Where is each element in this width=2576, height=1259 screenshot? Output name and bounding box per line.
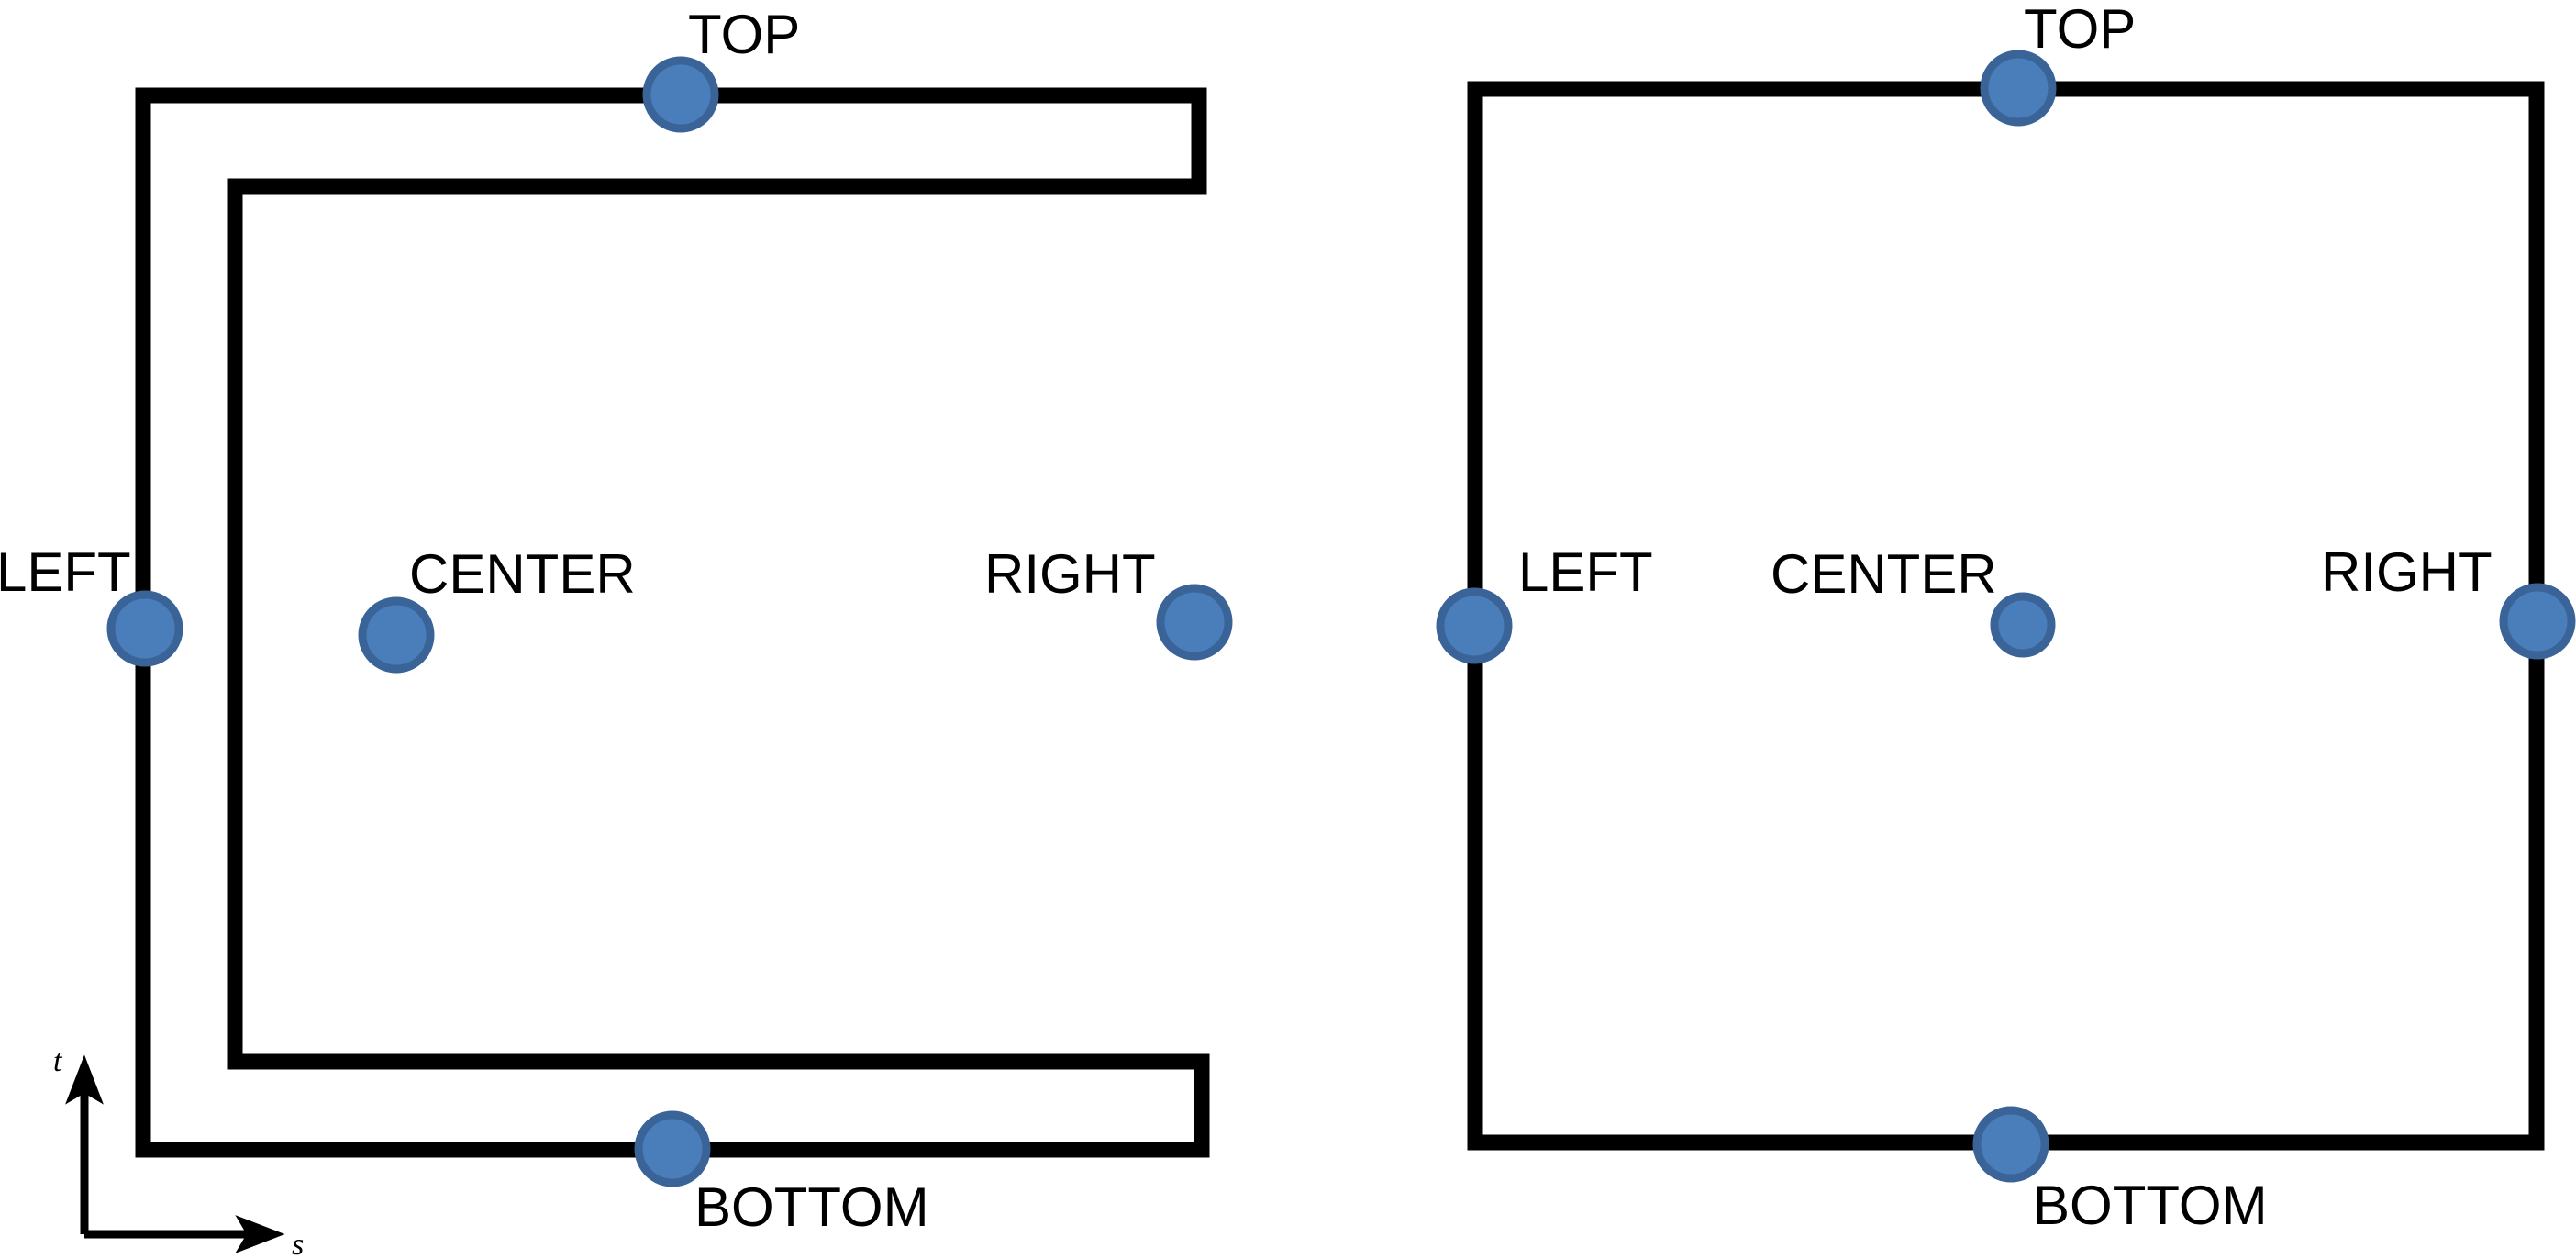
axis-label-s: s [292,1228,305,1259]
marker-dot-left[interactable] [106,590,183,667]
label-center: CENTER [1771,543,1997,605]
axis-label-t: t [53,1044,62,1078]
label-top: TOP [688,4,801,65]
left-shape-markers [106,56,1233,1187]
marker-dot-right[interactable] [1156,584,1233,661]
marker-dot-center[interactable] [358,596,435,674]
marker-dot-top[interactable] [642,56,719,133]
label-left: LEFT [0,541,131,603]
axis-horizontal-arrowhead [235,1215,285,1253]
label-bottom: BOTTOM [2033,1175,2268,1236]
label-right: RIGHT [2321,541,2493,603]
marker-dot-bottom[interactable] [634,1110,711,1187]
label-center: CENTER [409,543,636,605]
label-left: LEFT [1518,541,1653,603]
axis-vertical-arrowhead [65,1054,104,1105]
label-right: RIGHT [984,543,1156,605]
left-shape-outline [135,87,1210,1158]
label-top: TOP [2024,0,2137,60]
marker-dot-center[interactable] [1990,592,2056,658]
right-shape-markers [1436,50,2576,1183]
axes-indicator [65,1054,285,1253]
right-shape-outline [1467,81,2545,1151]
marker-dot-left[interactable] [1436,587,1513,664]
marker-dot-right[interactable] [2499,583,2576,660]
label-bottom: BOTTOM [694,1176,929,1238]
marker-dot-bottom[interactable] [1972,1106,2049,1183]
marker-dot-top[interactable] [1980,50,2057,127]
